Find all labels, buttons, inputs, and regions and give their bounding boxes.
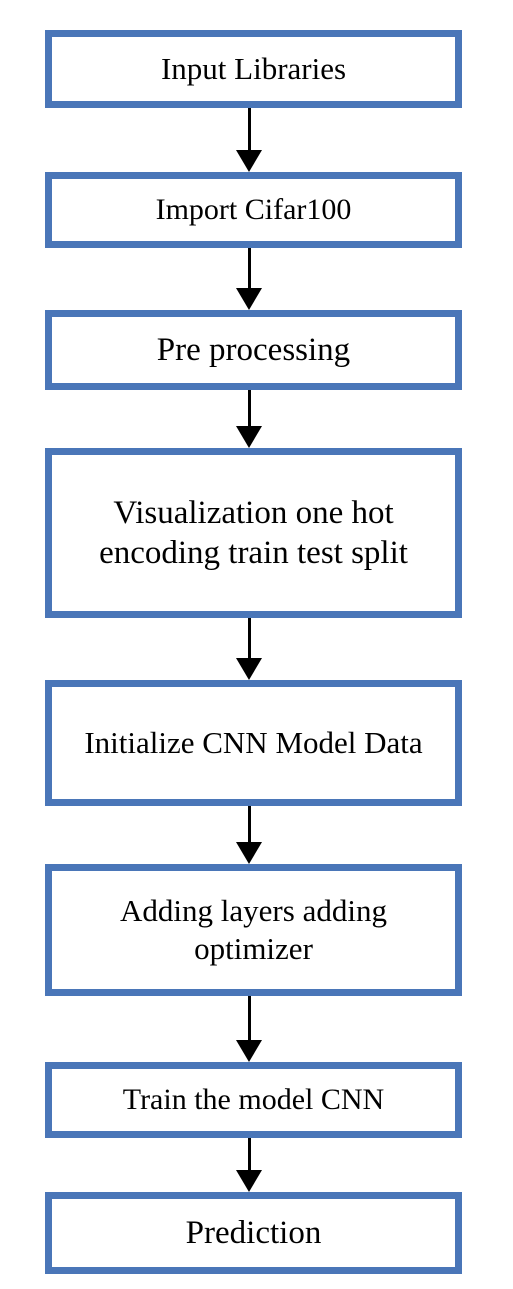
step-label: Adding layers adding optimizer: [120, 893, 387, 966]
step-input-libraries: Input Libraries: [45, 30, 462, 108]
step-label: Initialize CNN Model Data: [84, 725, 423, 761]
arrow-down-icon: [236, 618, 262, 680]
arrow-down-icon: [236, 806, 262, 864]
step-label: Prediction: [185, 1214, 322, 1251]
step-label: Visualization one hot encoding train tes…: [99, 494, 408, 571]
arrow-down-icon: [236, 1138, 262, 1192]
arrow-down-icon: [236, 390, 262, 448]
step-label: Pre processing: [156, 331, 351, 368]
step-import-cifar100: Import Cifar100: [45, 172, 462, 248]
step-label: Input Libraries: [160, 51, 347, 87]
step-train-model: Train the model CNN: [45, 1062, 462, 1138]
step-label: Train the model CNN: [122, 1082, 385, 1116]
step-label: Import Cifar100: [155, 192, 352, 226]
step-adding-layers: Adding layers adding optimizer: [45, 864, 462, 996]
arrow-down-icon: [236, 996, 262, 1062]
step-visualization: Visualization one hot encoding train tes…: [45, 448, 462, 618]
step-prediction: Prediction: [45, 1192, 462, 1274]
arrow-down-icon: [236, 248, 262, 310]
step-pre-processing: Pre processing: [45, 310, 462, 390]
arrow-down-icon: [236, 108, 262, 172]
step-initialize-cnn: Initialize CNN Model Data: [45, 680, 462, 806]
